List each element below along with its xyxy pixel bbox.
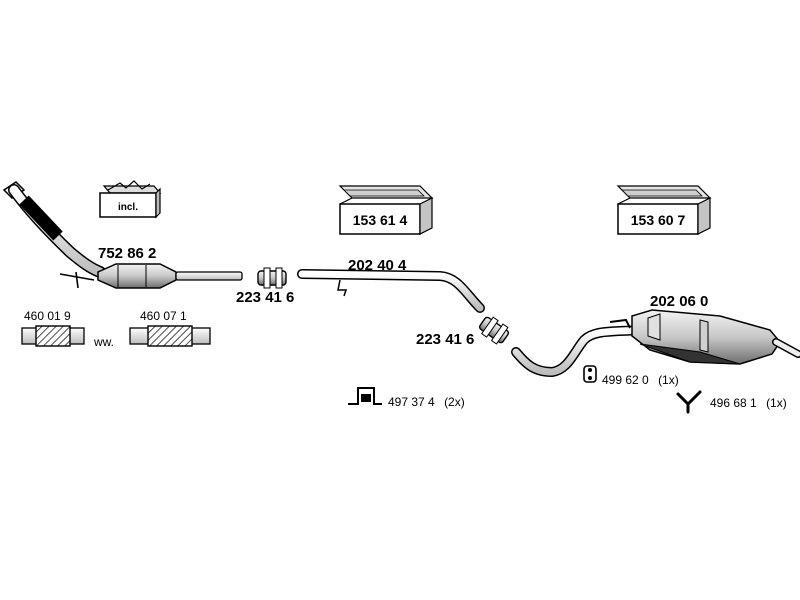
clamp-front-number: 223 41 6 <box>236 289 294 306</box>
svg-text:497 37 4 (2x): 497 37 4 (2x) <box>388 395 465 409</box>
svg-text:496 68 1 (1x): 496 68 1 (1x) <box>710 396 787 410</box>
rubber-mount-number: 499 62 0 <box>602 373 649 387</box>
rear-silencer-part: 202 06 0 <box>511 293 800 378</box>
hanger-part: 496 68 1 (1x) <box>676 390 787 414</box>
kit-rear-number: 153 60 7 <box>631 212 686 228</box>
kit-box-incl: incl. <box>99 180 162 219</box>
svg-text:499 62 0 (1x): 499 62 0 (1x) <box>602 373 679 387</box>
kit-box-rear: 153 60 7 <box>616 185 712 235</box>
rubber-mount-qty: (1x) <box>658 373 679 387</box>
flex-pipe-a-number: 460 01 9 <box>24 309 71 323</box>
bracket-number: 497 37 4 <box>388 395 435 409</box>
flex-pipe-b-part: 460 07 1 <box>129 309 211 347</box>
catalytic-converter-number: 752 86 2 <box>98 245 156 262</box>
hanger-number: 496 68 1 <box>710 396 757 410</box>
clamp-rear-number: 223 41 6 <box>416 331 474 348</box>
middle-pipe-number: 202 40 4 <box>348 257 407 274</box>
middle-pipe-part: 202 40 4 <box>297 257 485 313</box>
clamp-rear-part: 223 41 6 <box>416 316 510 348</box>
kit-front-number: 153 61 4 <box>353 212 408 228</box>
rubber-mount-part: 499 62 0 (1x) <box>583 365 679 387</box>
kit-incl-label: incl. <box>118 202 138 213</box>
kit-box-front: 153 61 4 <box>338 185 434 235</box>
catalytic-converter-part: 752 86 2 <box>2 181 243 289</box>
bracket-part: 497 37 4 (2x) <box>348 387 465 409</box>
hanger-qty: (1x) <box>766 396 787 410</box>
flex-pipe-a-part: 460 01 9 <box>21 309 85 347</box>
bracket-qty: (2x) <box>444 395 465 409</box>
flex-pipe-b-number: 460 07 1 <box>140 309 187 323</box>
alternative-note: ww. <box>93 335 114 349</box>
clamp-front-part: 223 41 6 <box>236 267 294 306</box>
rear-silencer-number: 202 06 0 <box>650 293 708 310</box>
